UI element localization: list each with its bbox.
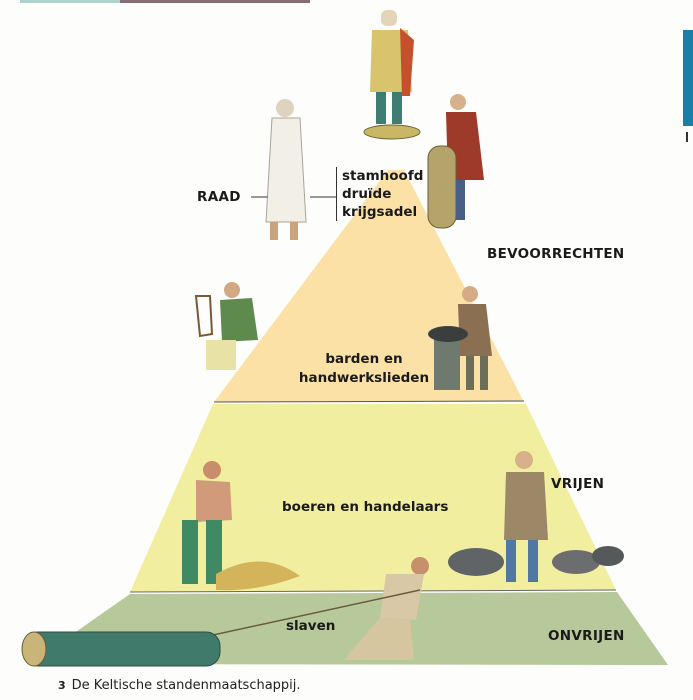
council-member: druïde <box>342 186 392 202</box>
farmer-figure <box>182 461 300 591</box>
tier-label-vrijen: VRIJEN <box>551 476 605 492</box>
caption-text: De Keltische standenmaatschappij. <box>71 678 301 693</box>
adjacent-page-image-fragment <box>683 30 693 126</box>
council-member: krijgsadel <box>342 204 418 220</box>
tier-description-onvrijen: slaven <box>286 618 336 634</box>
warrior-figure <box>427 94 484 229</box>
figure-caption: 3 De Keltische standenmaatschappij. <box>58 678 301 693</box>
chieftain-figure <box>363 10 421 140</box>
tier-label-onvrijen: ONVRIJEN <box>548 628 625 644</box>
council-member: stamhoofd <box>342 168 424 184</box>
description-line: handwerkslieden <box>298 370 430 386</box>
tier-description-vrijen: boeren en handelaars <box>282 499 449 515</box>
tier-description-bevoorrechten: barden en handwerkslieden <box>289 350 439 388</box>
trader-figure <box>448 451 624 582</box>
bard-figure <box>194 282 258 370</box>
cropped-heading-fragment <box>120 0 310 3</box>
tier-label-bevoorrechten: BEVOORRECHTEN <box>487 246 625 262</box>
smith-figure <box>428 286 492 390</box>
figure-number: 3 <box>58 679 66 692</box>
council-members-list: stamhoofd druïde krijgsadel <box>336 167 423 221</box>
slave-figure <box>21 557 429 667</box>
description-line: barden en <box>325 351 403 367</box>
adjacent-page-text-fragment <box>686 132 688 142</box>
council-label: RAAD <box>197 189 241 205</box>
druid-figure <box>265 99 307 240</box>
tier-vrijen <box>130 404 616 592</box>
